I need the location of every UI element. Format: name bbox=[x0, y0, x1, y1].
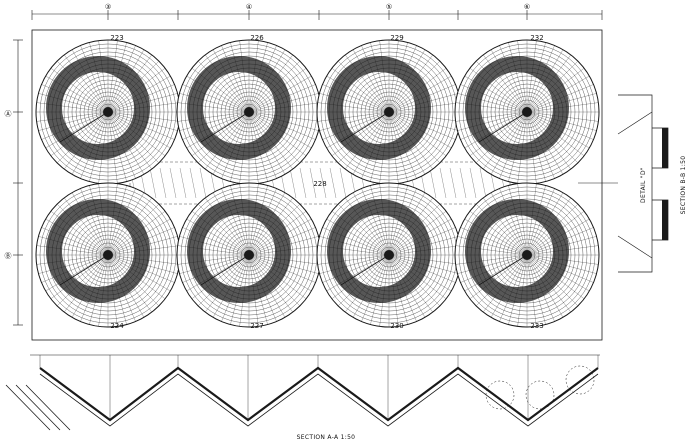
detail-d-label: DETAIL "D" bbox=[640, 167, 647, 203]
section-a-a-view bbox=[5, 354, 600, 431]
center-label-228: 228 bbox=[313, 180, 326, 188]
silo-label-232: 232 bbox=[530, 34, 543, 42]
silo bbox=[35, 39, 181, 185]
grid-marker-left-2: Ⓑ bbox=[5, 252, 12, 260]
silo bbox=[454, 39, 600, 185]
silo-label-233: 233 bbox=[530, 322, 543, 330]
silo-label-227: 227 bbox=[250, 322, 263, 330]
silo-label-230: 230 bbox=[390, 322, 403, 330]
silo bbox=[176, 39, 322, 185]
silo-label-226: 226 bbox=[250, 34, 264, 42]
silo bbox=[316, 182, 462, 328]
silo bbox=[35, 182, 181, 328]
grid-marker-left-1: Ⓐ bbox=[5, 110, 12, 118]
section-a-label: SECTION A-A 1:50 bbox=[297, 434, 356, 441]
section-b-label: SECTION B-B 1:50 bbox=[680, 156, 687, 215]
silo bbox=[316, 39, 462, 185]
grid-marker-top-3: ⑤ bbox=[386, 3, 392, 11]
silo-label-229: 229 bbox=[390, 34, 403, 42]
grid-marker-top-2: ④ bbox=[246, 3, 252, 11]
left-dimension-line bbox=[13, 39, 23, 326]
top-dimension-line bbox=[31, 10, 603, 20]
inter-silo-hatching bbox=[129, 161, 527, 205]
detail-d-view: DETAIL "D" SECTION B-B 1:50 bbox=[578, 94, 687, 273]
silo-label-224: 224 bbox=[110, 322, 124, 330]
grid-marker-top-4: ⑥ bbox=[524, 3, 530, 11]
drawing-frame bbox=[31, 29, 603, 341]
silo-grid bbox=[35, 39, 600, 328]
silo-label-223: 223 bbox=[110, 34, 123, 42]
grid-markers: ③ ④ ⑤ ⑥ Ⓐ Ⓑ bbox=[5, 3, 531, 260]
silo-labels: 223 226 229 232 224 227 230 233 228 bbox=[110, 34, 543, 330]
grid-marker-top-1: ③ bbox=[105, 3, 111, 11]
silo bbox=[454, 182, 600, 328]
silo bbox=[176, 182, 322, 328]
